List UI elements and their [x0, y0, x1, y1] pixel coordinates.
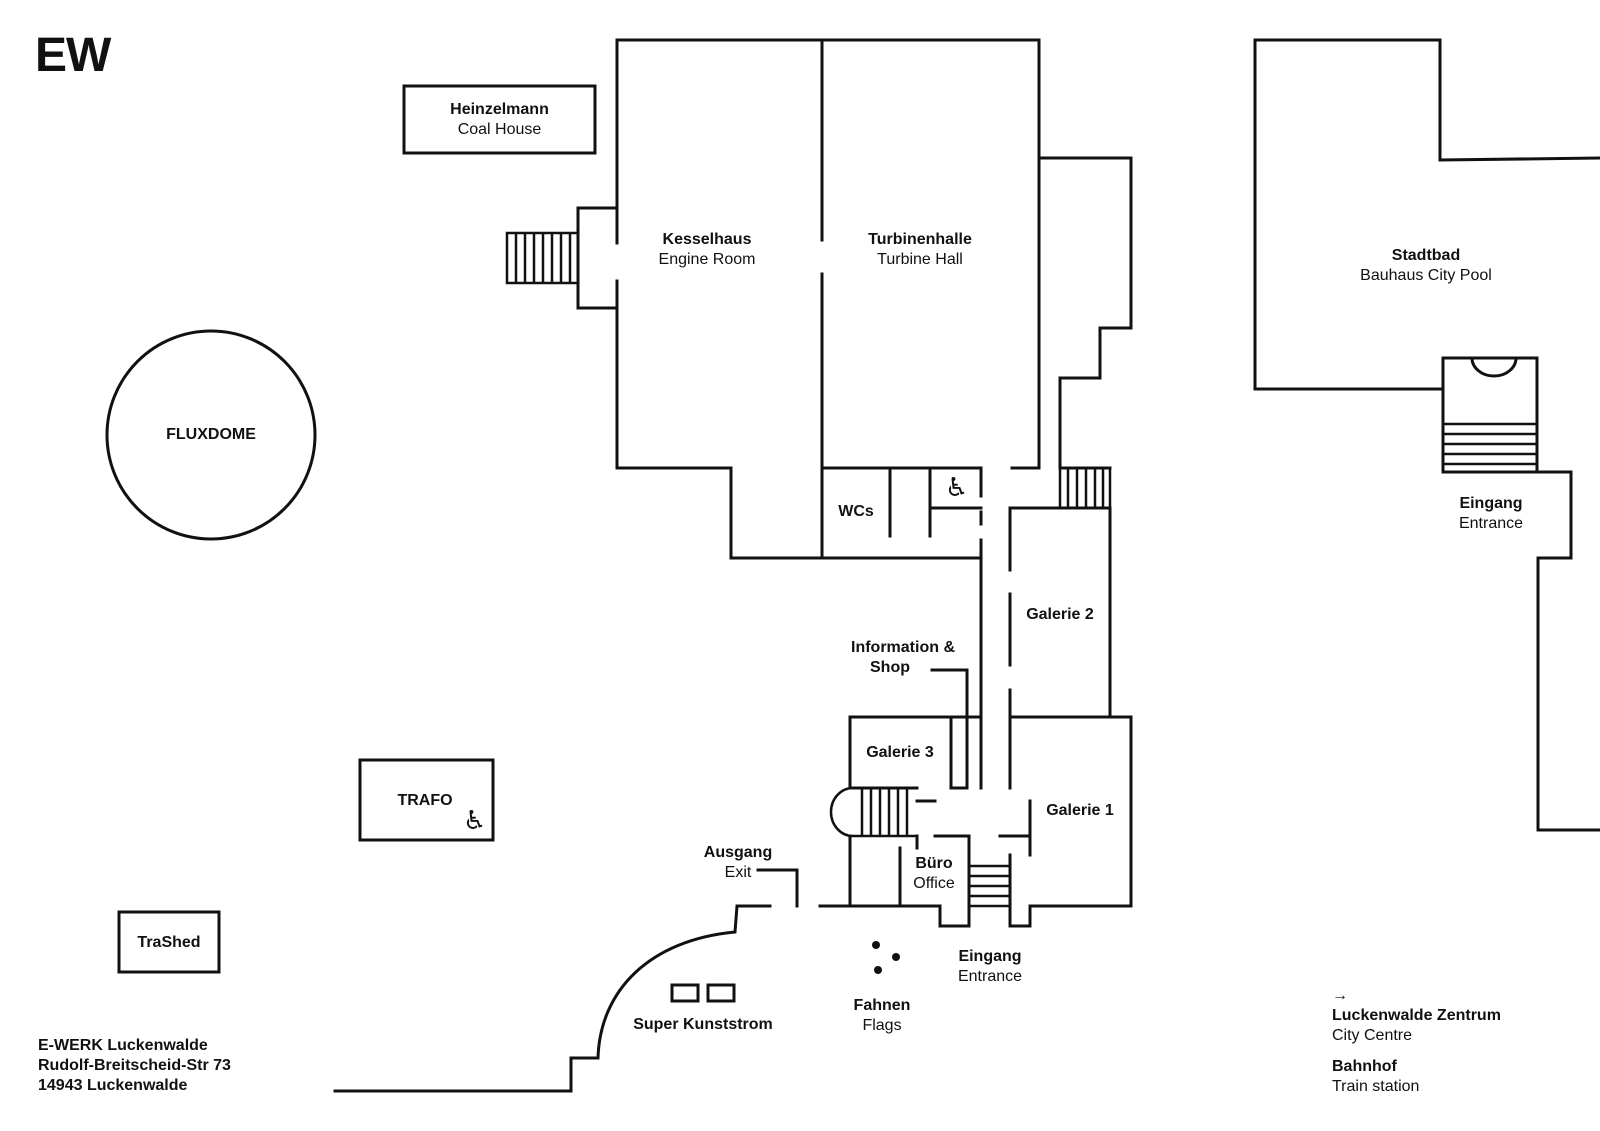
- flags-sub: Flags: [862, 1017, 902, 1034]
- address-block: E-WERK Luckenwalde Rudolf-Breitscheid-St…: [38, 1036, 231, 1096]
- label-stadtbad-entrance: Eingang Entrance: [1441, 494, 1541, 534]
- info-shop-line2: Shop: [870, 659, 910, 676]
- city-centre-sub: City Centre: [1332, 1027, 1413, 1044]
- trafo-building: [358, 758, 495, 842]
- city-centre-name: Luckenwalde Zentrum: [1332, 1007, 1501, 1024]
- label-info-shop: Information & Shop: [840, 638, 966, 678]
- flag-dot-2: [892, 953, 900, 961]
- label-heinzelmann: Heinzelmann Coal House: [409, 100, 590, 140]
- main-entrance-sub: Entrance: [957, 968, 1023, 985]
- stadtbad-name: Stadtbad: [1391, 247, 1461, 264]
- exit-sub: Exit: [724, 864, 752, 881]
- label-wcs: WCs: [826, 502, 886, 522]
- trafo-wheelchair-icon: ♿: [463, 805, 487, 835]
- fluxdome-name: FLUXDOME: [166, 426, 256, 443]
- flag-dot-1: [872, 941, 880, 949]
- exit-name: Ausgang: [703, 844, 773, 861]
- stadtbad-entrance-sub: Entrance: [1458, 515, 1524, 532]
- kesselhaus-stairs: [505, 231, 580, 285]
- directions-block: → Luckenwalde Zentrum City Centre Bahnho…: [1332, 986, 1562, 1097]
- label-office: Büro Office: [899, 854, 969, 894]
- galerie3-stairs: [829, 786, 917, 838]
- kesselhaus-sub: Engine Room: [658, 251, 756, 268]
- stadtbad-stairs: [1443, 422, 1537, 466]
- label-fluxdome: FLUXDOME: [131, 425, 291, 445]
- galerie2-name: Galerie 2: [1026, 606, 1094, 623]
- stadtbad-entrance-name: Eingang: [1459, 495, 1523, 512]
- super-kunststrom-box-2: [706, 983, 736, 1003]
- east-wing-building: [1037, 156, 1133, 470]
- main-entrance-name: Eingang: [958, 948, 1022, 965]
- super-kunststrom-box-1: [670, 983, 700, 1003]
- stadtbad-sub: Bauhaus City Pool: [1360, 267, 1492, 284]
- flag-dot-3: [874, 966, 882, 974]
- turbinenhalle-sub: Turbine Hall: [877, 251, 963, 268]
- label-exit: Ausgang Exit: [693, 843, 783, 883]
- train-station-name: Bahnhof: [1332, 1058, 1397, 1075]
- label-galerie2: Galerie 2: [1015, 605, 1105, 625]
- entrance-stairs: [969, 864, 1010, 908]
- galerie2-stairs: [1058, 466, 1112, 510]
- kesselhaus-name: Kesselhaus: [662, 231, 752, 248]
- wheelchair-icon: ♿: [945, 472, 969, 502]
- label-trafo: TRAFO: [385, 791, 465, 811]
- address-line-3: 14943 Luckenwalde: [38, 1077, 188, 1094]
- galerie1-name: Galerie 1: [1046, 802, 1114, 819]
- address-line-2: Rudolf-Breitscheid-Str 73: [38, 1057, 231, 1074]
- flags-name: Fahnen: [853, 997, 911, 1014]
- heinzelmann-building: [402, 84, 597, 155]
- logo: EW: [35, 29, 111, 82]
- label-galerie1: Galerie 1: [1035, 801, 1125, 821]
- galerie3-name: Galerie 3: [866, 744, 934, 761]
- trashed-name: TraShed: [137, 934, 201, 951]
- label-flags: Fahnen Flags: [842, 996, 922, 1036]
- info-leader-line: [930, 668, 969, 754]
- wcs-name: WCs: [838, 503, 874, 520]
- label-trashed: TraShed: [119, 933, 219, 953]
- super-kunststrom-name: Super Kunststrom: [633, 1016, 773, 1033]
- galerie1-building: [998, 715, 1133, 928]
- fluxdome-circle: [105, 329, 317, 541]
- label-kesselhaus: Kesselhaus Engine Room: [627, 230, 787, 270]
- office-sub: Office: [913, 875, 955, 892]
- heinzelmann-sub: Coal House: [457, 121, 542, 138]
- label-galerie3: Galerie 3: [855, 743, 945, 763]
- turbinenhalle-name: Turbinenhalle: [868, 231, 972, 248]
- trafo-name: TRAFO: [397, 792, 453, 809]
- heinzelmann-name: Heinzelmann: [450, 101, 549, 118]
- site-boundary: [333, 904, 772, 1093]
- office-name: Büro: [915, 855, 953, 872]
- exit-leader-line: [756, 868, 799, 908]
- office-building: [818, 834, 1012, 928]
- stadtbad-building: [1253, 38, 1600, 832]
- train-station-sub: Train station: [1332, 1078, 1420, 1095]
- label-turbinenhalle: Turbinenhalle Turbine Hall: [840, 230, 1000, 270]
- address-line-1: E-WERK Luckenwalde: [38, 1037, 208, 1054]
- main-hall-building: [576, 38, 1041, 560]
- trashed-building: [117, 910, 221, 974]
- galerie3-building: [848, 715, 983, 850]
- label-super-kunststrom: Super Kunststrom: [618, 1015, 788, 1035]
- galerie2-building: [979, 506, 1112, 790]
- label-main-entrance: Eingang Entrance: [945, 947, 1035, 987]
- info-shop-line1: Information &: [851, 639, 955, 656]
- label-stadtbad: Stadtbad Bauhaus City Pool: [1336, 246, 1516, 286]
- arrow-right-icon: →: [1332, 987, 1348, 1004]
